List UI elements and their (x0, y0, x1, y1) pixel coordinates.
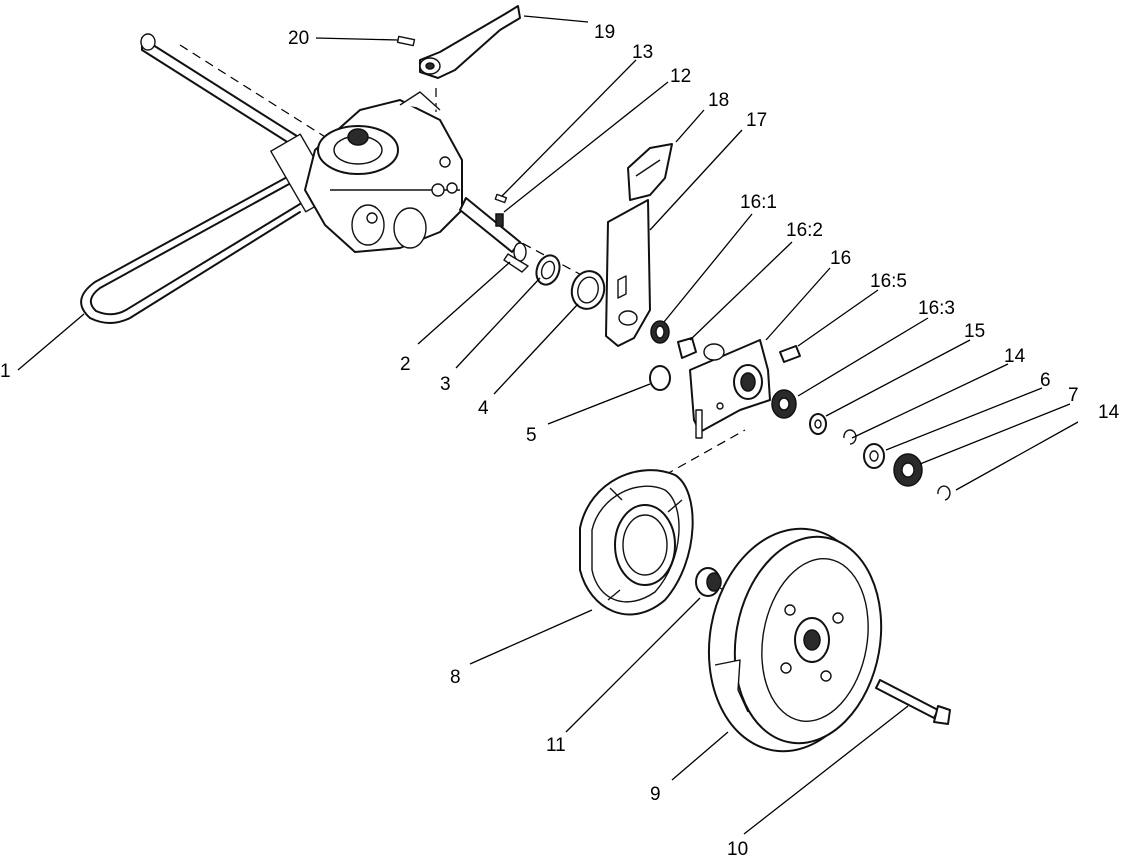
callout-11: 11 (546, 735, 566, 756)
part-14-retaining-ring-b (937, 485, 951, 501)
callout-4: 4 (478, 398, 489, 419)
callout-16: 16 (830, 248, 851, 269)
part-11-bushing (695, 567, 722, 597)
part-16-wheel-bracket (689, 339, 771, 439)
part-16-1-bearing (650, 320, 670, 344)
callout-12: 12 (670, 66, 691, 87)
part-12-spring (495, 213, 504, 227)
callout-13: 13 (632, 42, 653, 63)
part-6-washer (863, 443, 885, 469)
callout-14-a: 14 (1004, 346, 1026, 367)
part-16-3-bearing (771, 389, 797, 419)
part-10-bolt (875, 679, 951, 725)
gearbox-assembly (304, 91, 463, 253)
callout-15: 15 (964, 321, 985, 342)
callout-labels: 1 2 3 4 5 8 11 9 10 20 19 13 12 18 17 16… (0, 22, 1120, 860)
part-16-2-spacer (677, 337, 725, 361)
part-4-bushing (570, 270, 606, 310)
part-1-axle-handle (80, 33, 336, 324)
part-14-retaining-ring-a (843, 429, 857, 445)
part-20-pin (396, 35, 416, 47)
part-3-washer (535, 254, 561, 286)
callout-19: 19 (594, 22, 615, 43)
part-9-wheel (707, 527, 883, 753)
callout-16-3: 16:3 (918, 298, 955, 319)
callout-8: 8 (450, 667, 461, 688)
callout-10: 10 (727, 839, 748, 860)
part-2-shaft-end (459, 197, 529, 273)
part-7-gear (893, 453, 923, 487)
callout-5: 5 (526, 425, 537, 446)
callout-3: 3 (440, 374, 451, 395)
callout-20: 20 (288, 28, 309, 49)
part-16-5-stud (779, 345, 801, 363)
part-15-washer (809, 413, 827, 435)
callout-18: 18 (708, 90, 729, 111)
leader-lines (17, 15, 1079, 835)
callout-16-2: 16:2 (786, 220, 823, 241)
part-18-knob (627, 143, 673, 201)
callout-14-b: 14 (1098, 402, 1120, 423)
part-5-spacer (649, 365, 671, 391)
callout-6: 6 (1040, 370, 1051, 391)
callout-16-1: 16:1 (740, 192, 777, 213)
part-17-bracket (605, 199, 651, 347)
callout-2: 2 (400, 354, 411, 375)
callout-7: 7 (1068, 385, 1079, 406)
part-19-shift-lever (419, 5, 521, 79)
callout-16-5: 16:5 (870, 271, 907, 292)
callout-1: 1 (0, 361, 11, 382)
callout-17: 17 (746, 110, 767, 131)
part-13-key (494, 193, 508, 204)
callout-9: 9 (650, 784, 661, 805)
part-8-wheel-hubcap (579, 469, 694, 616)
